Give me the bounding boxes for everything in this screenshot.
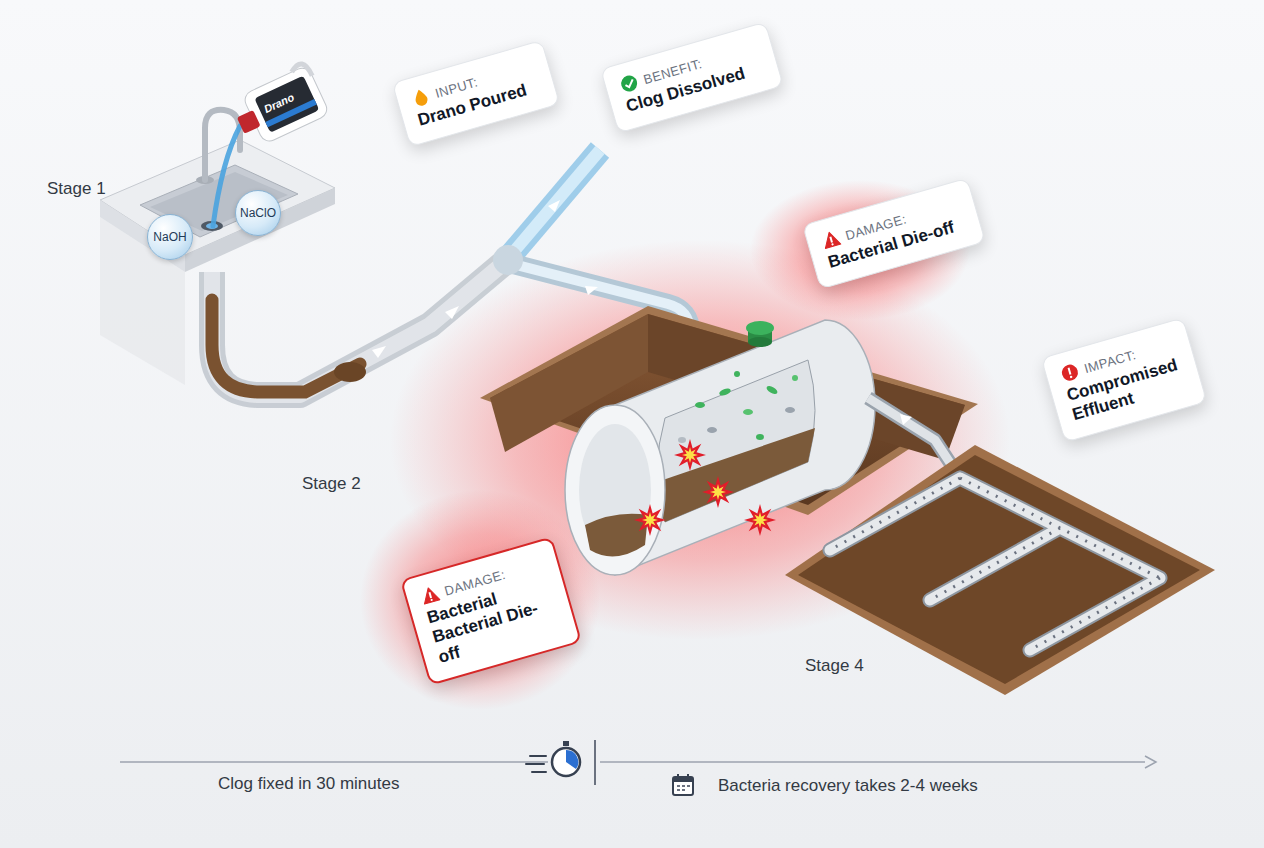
septic-tank-part [565,405,665,575]
septic-tank-part [656,428,815,522]
septic-tank [565,320,875,575]
card-icon-part [430,599,433,602]
bacteria-part [718,387,731,397]
septic-tank-part [748,337,772,347]
septic-tank-part [579,424,651,556]
stopwatch-icon-part [566,750,578,769]
stage-label: Stage 2 [302,474,361,494]
damage-callout: DAMAGE:Bacterial Bacterial Die-off [400,536,582,685]
cleaner-bottle-part [227,61,329,150]
bacteria-part [765,384,778,395]
timeline-part [600,761,1145,763]
stage-label: Stage 4 [805,656,864,676]
stage-label: Stage 1 [47,179,106,199]
chemical-formula: NaClO [240,206,276,220]
card-icon [419,584,441,606]
chemical-bubble: NaClO [235,190,281,236]
timeline-part [594,740,596,785]
bacteria-part [678,437,686,443]
timeline-label: Clog fixed in 30 minutes [218,774,399,794]
clear-pipe-part [493,245,523,275]
calendar-icon-part [673,777,693,795]
calendar-icon-part [677,786,690,790]
die-off-burst-part [674,439,706,471]
card-icon [410,86,432,108]
bacteria-part [734,371,740,377]
damage-callout: DAMAGE:Bacterial Die-off [802,178,986,290]
card-icon-part [829,236,833,242]
card-icon [618,72,640,94]
card-icon-part [1060,363,1080,383]
timeline-part [1145,756,1156,768]
red-glow-part [360,490,600,710]
calendar-icon [673,774,693,795]
septic-tank-part [746,321,774,335]
drain-field [785,445,1215,695]
drain-field-part [830,478,1160,650]
clear-pipe-part [548,200,598,295]
drain-pipe [212,262,505,395]
benefit-callout: BENEFIT:Clog Dissolved [600,22,784,134]
stopwatch-icon-part [563,741,569,746]
stopwatch-icon-part [526,756,546,772]
product-label: Drano [262,91,296,115]
drain-pipe-part [212,262,505,395]
card-icon-part [831,243,834,246]
die-off-burst-part [744,504,776,536]
calendar-icon-part [678,774,688,780]
cleaner-bottle-part-part [254,76,319,133]
chemical-bubble: NaOH [147,214,193,260]
cleaner-bottle-part-part [237,110,261,134]
drain-field-part [785,445,1215,695]
die-off-burst-part [634,504,666,536]
timeline-label: Bacteria recovery takes 2-4 weeks [718,776,978,796]
card-icon [1059,361,1081,383]
calendar-icon-part [673,777,693,782]
drain-pipe-part [334,362,366,382]
stopwatch-icon [526,741,580,776]
bacteria-part [756,434,764,440]
card-icon-part [821,230,840,248]
card-icon-part [428,592,432,598]
card-icon-part [1070,375,1073,378]
die-off-burst-part [702,476,734,508]
drain-field-part [830,478,1160,650]
card-icon-part [1068,368,1072,375]
bacteria-part [785,407,795,413]
input-callout: INPUT:Drano Poured [392,40,561,148]
bacteria-part [743,409,753,415]
bacteria-part [707,427,717,433]
die-off-burst [634,439,776,536]
drain-field-part [798,455,1200,684]
chemical-formula: NaOH [153,230,186,244]
drain-pipe-part [212,262,505,395]
bacteria [678,371,798,443]
impact-callout: IMPACT:Compromised Effluent [1041,317,1207,442]
card-icon [820,228,842,250]
stopwatch-icon-part [552,748,580,776]
card-icon-part [619,74,639,94]
card-icon-part [413,88,429,107]
outlet-pipe-part [900,414,912,425]
bacteria-part [695,402,705,408]
cleaner-bottle-part-part [242,65,330,144]
timeline-part [120,761,548,763]
card-icon-part [420,586,439,604]
card-icon-part [625,79,635,88]
drain-field-part [830,478,1160,650]
bacteria-part [792,375,798,381]
drain-pipe-part [372,306,459,358]
